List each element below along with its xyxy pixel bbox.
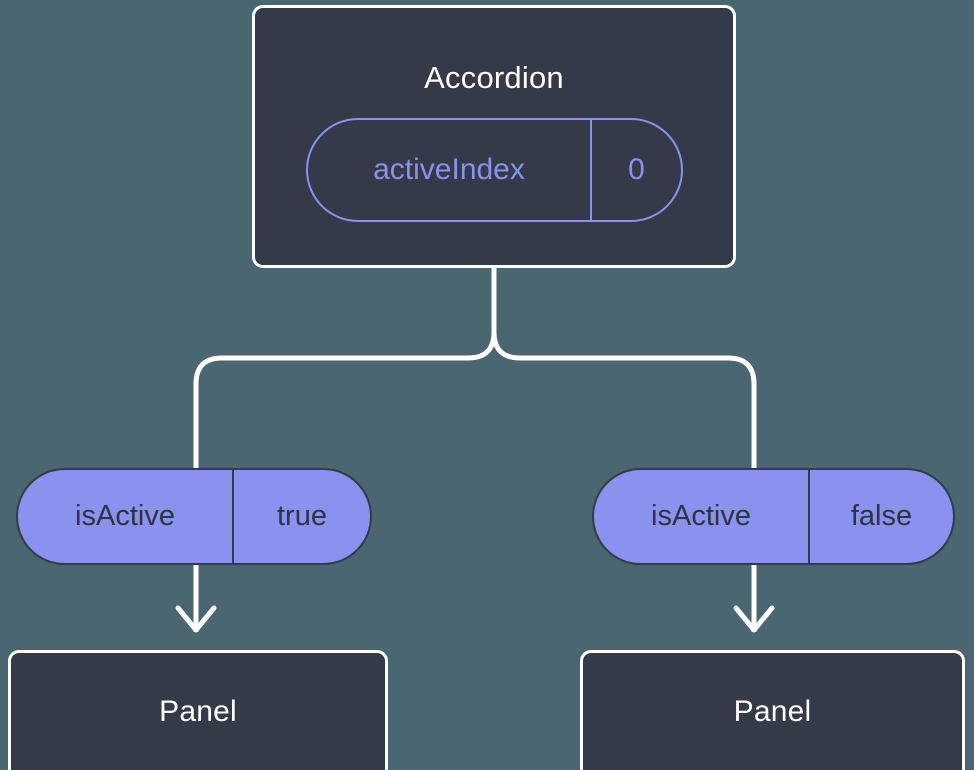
prop-pill-isactive-true-key: isActive bbox=[18, 470, 234, 563]
prop-pill-isactive-false-key: isActive bbox=[594, 470, 810, 563]
prop-pill-isactive-true[interactable]: isActive true bbox=[16, 468, 372, 565]
panel-node-right[interactable]: Panel bbox=[580, 650, 965, 770]
accordion-node-label: Accordion bbox=[424, 60, 564, 95]
state-pill-activeindex-value: 0 bbox=[628, 153, 645, 186]
panel-node-left-label: Panel bbox=[159, 695, 237, 728]
panel-node-right-label: Panel bbox=[733, 695, 812, 728]
state-pill-activeindex[interactable]: activeIndex 0 bbox=[306, 118, 683, 222]
arrowhead-left bbox=[175, 605, 217, 633]
arrowhead-right bbox=[733, 605, 775, 633]
edge-to-isactive-true bbox=[193, 329, 497, 471]
prop-pill-isactive-true-value: true bbox=[277, 500, 327, 532]
prop-pill-isactive-false[interactable]: isActive false bbox=[592, 468, 955, 565]
prop-pill-isactive-false-value: false bbox=[850, 500, 913, 532]
state-pill-activeindex-key: activeIndex bbox=[308, 120, 592, 220]
panel-node-left[interactable]: Panel bbox=[8, 650, 388, 770]
edge-to-isactive-false bbox=[491, 329, 757, 471]
